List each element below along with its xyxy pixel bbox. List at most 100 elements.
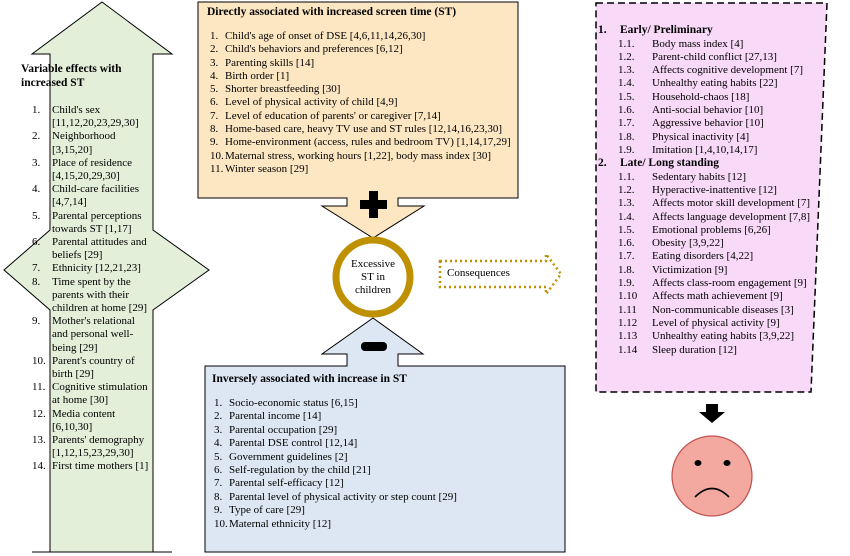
list-item-text: Birth order [1] — [225, 69, 290, 82]
consequences-label: Consequences — [447, 267, 510, 279]
list-item-number: 3. — [214, 423, 223, 436]
list-item-text: Victimization [9] — [652, 263, 728, 276]
list-item-text: Aggressive behavior [10] — [652, 117, 764, 130]
list-item-text: Physical inactivity [4] — [652, 130, 750, 143]
inverse-box-shape — [204, 317, 566, 553]
list-item-text: Shorter breastfeeding [30] — [225, 83, 341, 96]
list-item: 5.Government guidelines [2] — [214, 451, 562, 464]
list-item-number: 5. — [210, 83, 219, 96]
list-item-number: 8. — [210, 123, 219, 136]
inverse-box-title: Inversely associated with increase in ST — [212, 373, 407, 385]
list-item: 8.Time spent by the parents with their c… — [32, 276, 151, 316]
list-item: 2.Parental income [14] — [214, 410, 562, 423]
list-item-text: Imitation [1,4,10,14,17] — [652, 143, 758, 156]
list-item-number: 2. — [32, 130, 41, 143]
list-item: 1.3.Affects motor skill development [7] — [618, 197, 818, 210]
list-item-number: 1. — [214, 397, 223, 409]
direct-box-title: Directly associated with increased scree… — [207, 6, 457, 18]
list-item-number: 1.1. — [618, 37, 635, 50]
list-item-text: Child's age of onset of DSE [4,6,11,14,2… — [225, 30, 426, 42]
list-item-number: 5. — [214, 450, 223, 463]
list-item: 1.7.Eating disorders [4,22] — [618, 250, 818, 263]
list-item-text: Unhealthy eating habits [3,9,22] — [652, 330, 795, 343]
list-item-number: 1.6. — [618, 103, 635, 116]
list-item-text: Sleep duration [12] — [652, 343, 737, 356]
list-item: 11.Winter season [29] — [210, 163, 515, 176]
list-item: 1.1. Body mass index [4] — [618, 38, 818, 51]
list-item: 5. Shorter breastfeeding [30] — [210, 83, 515, 96]
list-item-number: 5. — [32, 209, 41, 222]
inverse-box: Inversely associated with increase in ST… — [212, 373, 562, 531]
list-item-text: Socio-economic status [6,15] — [229, 397, 358, 409]
list-item: 1.6.Anti-social behavior [10] — [618, 104, 818, 117]
list-item-number: 12. — [32, 407, 46, 420]
list-item-text: Hyperactive-inattentive [12] — [652, 183, 777, 196]
list-item-text: Parental DSE control [12,14] — [229, 437, 358, 450]
list-item-number: 1.8. — [618, 263, 635, 276]
list-item-text: Time spent by the parents with their chi… — [52, 275, 147, 315]
list-item-text: Affects class-room engagement [9] — [652, 277, 807, 290]
list-item-text: Child's behaviors and preferences [6,12] — [225, 43, 403, 56]
list-item: 1.2. Parent-child conflict [27,13] — [618, 51, 818, 64]
direct-box: Directly associated with increased scree… — [207, 6, 515, 176]
list-item: 13.Parents' demography [1,12,15,23,29,30… — [32, 434, 151, 460]
list-item-text: Parenting skills [14] — [225, 56, 315, 69]
list-item-text: Parental perceptions towards ST [1,17] — [52, 209, 142, 235]
list-item: 1.11 Non-communicable diseases [3] — [618, 304, 818, 317]
list-item: 6.Parental attitudes and beliefs [29] — [32, 236, 151, 262]
list-item: 1.5.Emotional problems [6,26] — [618, 224, 818, 237]
list-item: 9.Mother's relational and personal well-… — [32, 315, 151, 355]
list-item-number: 1.13 — [618, 330, 638, 343]
list-item-number: 11. — [210, 162, 224, 175]
list-item-number: 7. — [32, 262, 41, 275]
list-item-text: Winter season [29] — [225, 162, 309, 175]
list-item-number: 6. — [210, 96, 219, 109]
list-item: 10.Parent's country of birth [29] — [32, 355, 151, 381]
list-item-number: 8. — [214, 490, 223, 503]
list-item-number: 9. — [210, 136, 219, 149]
list-item-number: 14. — [32, 460, 46, 473]
list-item: 1. Child's age of onset of DSE [4,6,11,14… — [210, 30, 515, 43]
late-list: 1.1.Sedentary habits [12]1.2.Hyperactive… — [598, 171, 818, 357]
list-item-text: Body mass index [4] — [652, 37, 744, 50]
list-item-number: 1.11 — [618, 303, 637, 316]
right-box: 1.Early/ Preliminary 1.1. Body mass index… — [598, 24, 818, 357]
list-item: 3.Place of residence [4,15,20,29,30] — [32, 157, 151, 183]
list-item-text: Parental income [14] — [229, 410, 322, 423]
list-item-number: 4. — [214, 437, 223, 450]
sad-face-icon — [671, 435, 753, 517]
list-item: 1.8.Physical inactivity [4] — [618, 131, 818, 144]
list-item-text: Non-communicable diseases [3] — [652, 303, 794, 316]
list-item-number: 4. — [210, 69, 219, 82]
list-item: 1.4.Unhealthy eating habits [22] — [618, 77, 818, 90]
list-item: 1.9.Affects class-room engagement [9] — [618, 277, 818, 290]
list-item-text: Parent-child conflict [27,13] — [652, 50, 777, 63]
right-box-shape — [595, 2, 828, 393]
list-item-number: 1. — [210, 30, 219, 42]
list-item-text: Maternal stress, working hours [1,22], b… — [225, 149, 492, 162]
list-item-text: Affects language development [7,8] — [652, 210, 811, 223]
list-item-number: 7. — [210, 109, 219, 122]
list-item: 9.Home-environment (access, rules and be… — [210, 136, 515, 149]
list-item-number: 6. — [32, 236, 41, 249]
early-section-title: 1.Early/ Preliminary — [598, 24, 713, 36]
list-item: 6.Self-regulation by the child [21] — [214, 464, 562, 477]
list-item-text: Place of residence [4,15,20,29,30] — [52, 156, 133, 183]
list-item-number: 1.2. — [618, 50, 635, 63]
list-item-text: Parental level of physical activity or s… — [229, 490, 457, 503]
list-item: 1.9.Imitation [1,4,10,14,17] — [618, 144, 818, 157]
list-item-text: First time mothers [1] — [52, 460, 149, 473]
list-item: 1.1.Sedentary habits [12] — [618, 171, 818, 184]
down-arrow-icon — [699, 404, 725, 423]
left-box-list: 1.Child's sex [11,12,20,23,29,30]2.Neigh… — [21, 104, 151, 474]
list-item-text: Parent's country of birth [29] — [52, 354, 135, 381]
list-item: 10.Maternal ethnicity [12] — [214, 518, 562, 531]
list-item-number: 10. — [214, 517, 228, 530]
list-item: 3.Parenting skills [14] — [210, 57, 515, 70]
list-item-text: Parental occupation [29] — [229, 423, 338, 436]
list-item-number: 1.6. — [618, 237, 635, 250]
list-item-number: 1.5. — [618, 223, 635, 236]
list-item-number: 1.5. — [618, 90, 635, 103]
